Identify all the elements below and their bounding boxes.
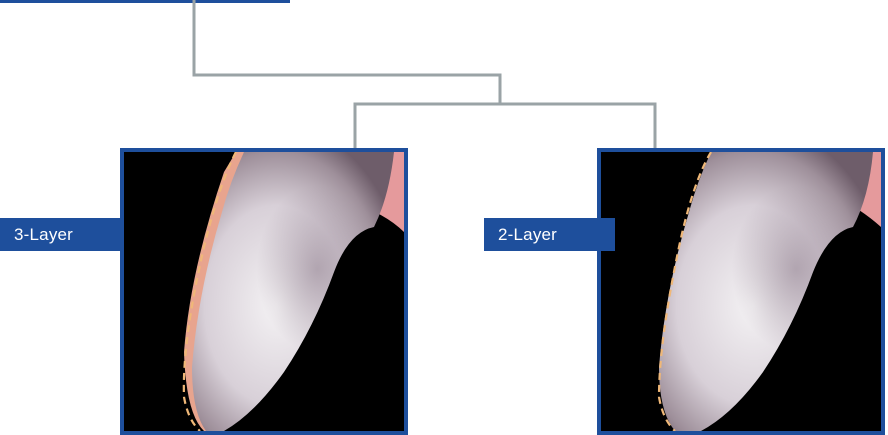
tooth-2-layer-image (601, 152, 881, 431)
label-3-layer: 3-Layer (0, 218, 122, 251)
tooth-panel-2-layer (597, 148, 885, 435)
label-2-layer: 2-Layer (484, 218, 615, 251)
tooth-3-layer-image (124, 152, 404, 431)
tooth-panel-3-layer (120, 148, 408, 435)
connector-branch (355, 104, 655, 149)
connector-trunk (194, 0, 500, 104)
